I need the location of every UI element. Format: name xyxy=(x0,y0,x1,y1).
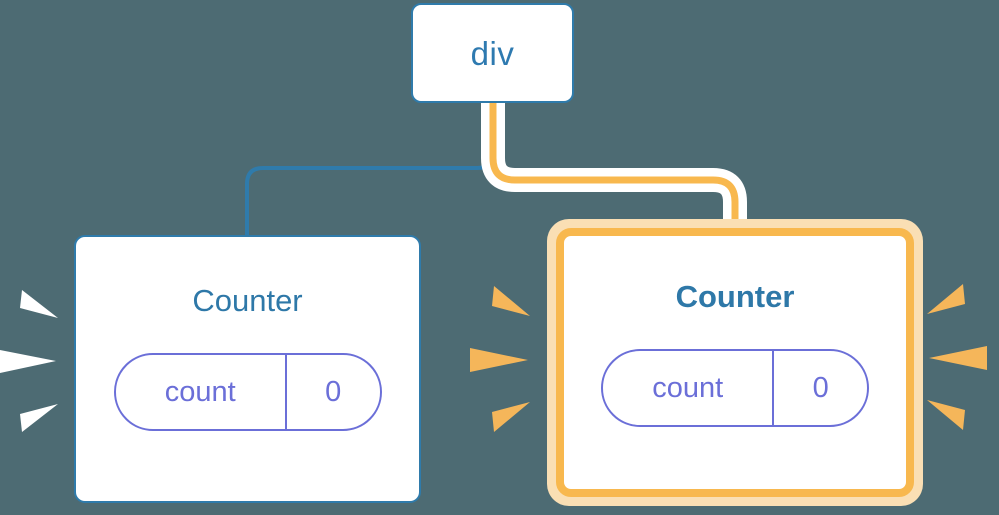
counter-left-state-key: count xyxy=(164,375,236,408)
burst-ray-upper xyxy=(20,290,58,318)
counter-left-state-pill[interactable]: count 0 xyxy=(113,353,382,431)
burst-ray-upper xyxy=(927,284,965,314)
burst-ray-middle xyxy=(470,348,528,372)
counter-right-body: Counter count 0 xyxy=(564,236,906,489)
counter-right-title: Counter xyxy=(675,279,795,314)
counter-right-state-key: count xyxy=(652,371,724,404)
burst-ray-lower xyxy=(927,400,965,430)
node-counter-right[interactable]: Counter count 0 xyxy=(547,219,923,506)
burst-mid-orange xyxy=(470,286,530,432)
burst-ray-lower xyxy=(20,404,58,432)
counter-right-state-pill[interactable]: count 0 xyxy=(601,349,869,427)
counter-left-body: Counter count 0 xyxy=(76,237,419,501)
counter-left-state-value: 0 xyxy=(284,355,380,429)
burst-left-white xyxy=(0,290,58,432)
counter-right-state-value: 0 xyxy=(772,351,867,425)
node-div[interactable]: div xyxy=(411,3,574,103)
burst-ray-upper xyxy=(492,286,530,316)
counter-right-highlight-ring: Counter count 0 xyxy=(556,228,914,497)
burst-ray-middle xyxy=(0,350,56,373)
burst-right-orange xyxy=(927,284,987,430)
burst-ray-middle xyxy=(929,346,987,370)
node-div-label: div xyxy=(470,34,515,72)
edge-div-to-counter-left xyxy=(245,103,495,237)
node-counter-left[interactable]: Counter count 0 xyxy=(74,235,421,503)
counter-left-title: Counter xyxy=(192,283,303,318)
burst-ray-lower xyxy=(492,402,530,432)
